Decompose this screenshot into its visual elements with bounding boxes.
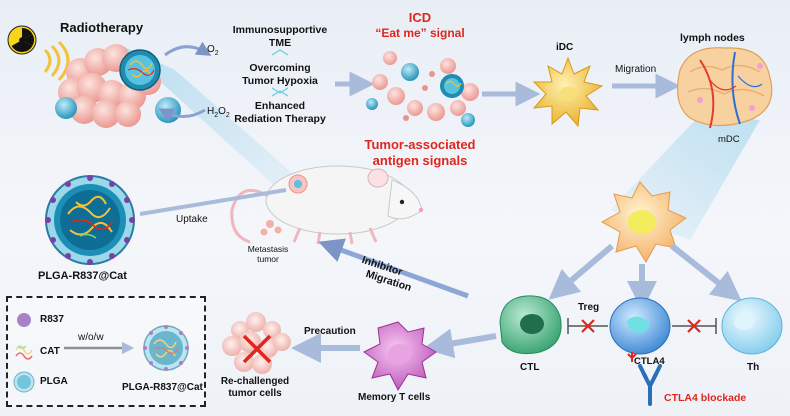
mdc-cell-illustration <box>600 181 687 263</box>
legend-label-plga: PLGA <box>40 376 68 387</box>
arrow-uptake <box>139 188 287 216</box>
ctla4-antibody-icon <box>638 364 662 406</box>
label-migration-top: Migration <box>615 64 657 75</box>
label-re-challenged: Re-challenged <box>220 376 290 387</box>
rechallenged-tumor-illustration <box>222 312 291 374</box>
label-antigen-signals: antigen signals <box>372 153 468 168</box>
label-uptake: Uptake <box>176 214 208 225</box>
memory-t-cell-illustration <box>363 321 437 392</box>
ctla4-receptor-icon <box>627 352 637 362</box>
label-ctla4-blockade: CTLA4 blockade <box>664 392 747 404</box>
arrow-ctl-to-memory <box>423 328 497 359</box>
label-overcoming: Overcoming <box>249 62 311 74</box>
legend-r837-icon <box>17 313 31 327</box>
arrow-mdc-to-ctl <box>548 243 614 300</box>
label-rechallenged-tumor-cells: Re-challenged tumor cells <box>210 376 300 400</box>
label-mdc: mDC <box>718 134 740 145</box>
label-ctl: CTL <box>520 362 540 373</box>
beam-tumor-to-mouse <box>120 45 300 195</box>
cross-treg-th-icon <box>687 319 701 333</box>
cross-treg-ctl-icon <box>581 319 595 333</box>
label-memory-t-cells: Memory T cells <box>358 392 431 403</box>
label-metastasis: Metastasis <box>247 244 289 254</box>
legend-cat-icon <box>15 345 33 360</box>
label-idc: iDC <box>556 42 574 53</box>
legend-product-icon <box>143 325 189 371</box>
label-ctla4: CTLA4 <box>634 356 665 367</box>
legend-label-r837: R837 <box>40 314 64 325</box>
label-enhanced: Enhanced <box>254 100 306 112</box>
h2o2-arrow <box>158 108 206 123</box>
mouse-illustration <box>230 165 424 245</box>
label-tumor-associated-antigen: Tumor-associated antigen signals <box>350 137 490 169</box>
label-o2: O2 <box>207 44 219 57</box>
label-metastasis-tumor: Metastasis tumor <box>238 244 298 264</box>
treg-cell-illustration <box>609 297 671 355</box>
label-immunosupportive-tme: Immunosupportive TME <box>225 24 335 50</box>
icd-debris-illustration <box>366 51 479 127</box>
label-tumor-cells: tumor cells <box>228 388 282 399</box>
idc-cell-illustration <box>532 56 604 128</box>
legend-plga-icon <box>13 371 35 393</box>
label-plga-r837-cat: PLGA-R837@Cat <box>38 270 127 282</box>
plga-r837-cat-nanoparticle <box>45 175 135 265</box>
label-eat-me-signal: “Eat me” signal <box>375 26 465 40</box>
legend-label-wow: w/o/w <box>78 332 104 343</box>
label-immunosupportive: Immunosupportive <box>232 24 328 36</box>
legend-box <box>6 296 206 407</box>
label-tme: TME <box>268 37 292 49</box>
legend-label-cat: CAT <box>40 346 60 357</box>
label-overcoming-hypoxia: Overcoming Tumor Hypoxia <box>225 62 335 88</box>
tumor-cluster-illustration <box>55 44 181 128</box>
label-tumor-hypoxia: Tumor Hypoxia <box>242 75 318 87</box>
label-treg: Treg <box>578 302 600 313</box>
label-tumor-associated: Tumor-associated <box>364 137 476 152</box>
label-h2o2: H2O2 <box>207 106 230 119</box>
lymph-node-illustration <box>677 47 773 129</box>
label-icd: ICD <box>408 10 432 25</box>
label-radiotherapy: Radiotherapy <box>60 20 144 35</box>
th-cell-illustration <box>721 297 783 355</box>
label-precaution: Precaution <box>304 326 356 337</box>
o2-arrow <box>164 41 212 57</box>
arrow-inhibitor-migration <box>318 238 469 299</box>
label-enhanced-radiation: Enhanced Rediation Therapy <box>225 100 335 126</box>
label-tumor: tumor <box>257 254 279 264</box>
label-radiation-therapy: Rediation Therapy <box>234 113 326 125</box>
legend-label-product: PLGA-R837@Cat <box>122 382 203 393</box>
cross-rechallenged-icon <box>242 334 272 364</box>
radiation-hazard-icon <box>7 25 37 55</box>
ctl-cell-illustration <box>499 295 562 355</box>
label-th: Th <box>747 362 760 373</box>
arrow-mdc-to-th <box>670 243 742 302</box>
radiation-wave-icon <box>43 40 70 82</box>
label-lymph-nodes: lymph nodes <box>680 32 745 44</box>
connector-diamonds <box>271 49 289 97</box>
